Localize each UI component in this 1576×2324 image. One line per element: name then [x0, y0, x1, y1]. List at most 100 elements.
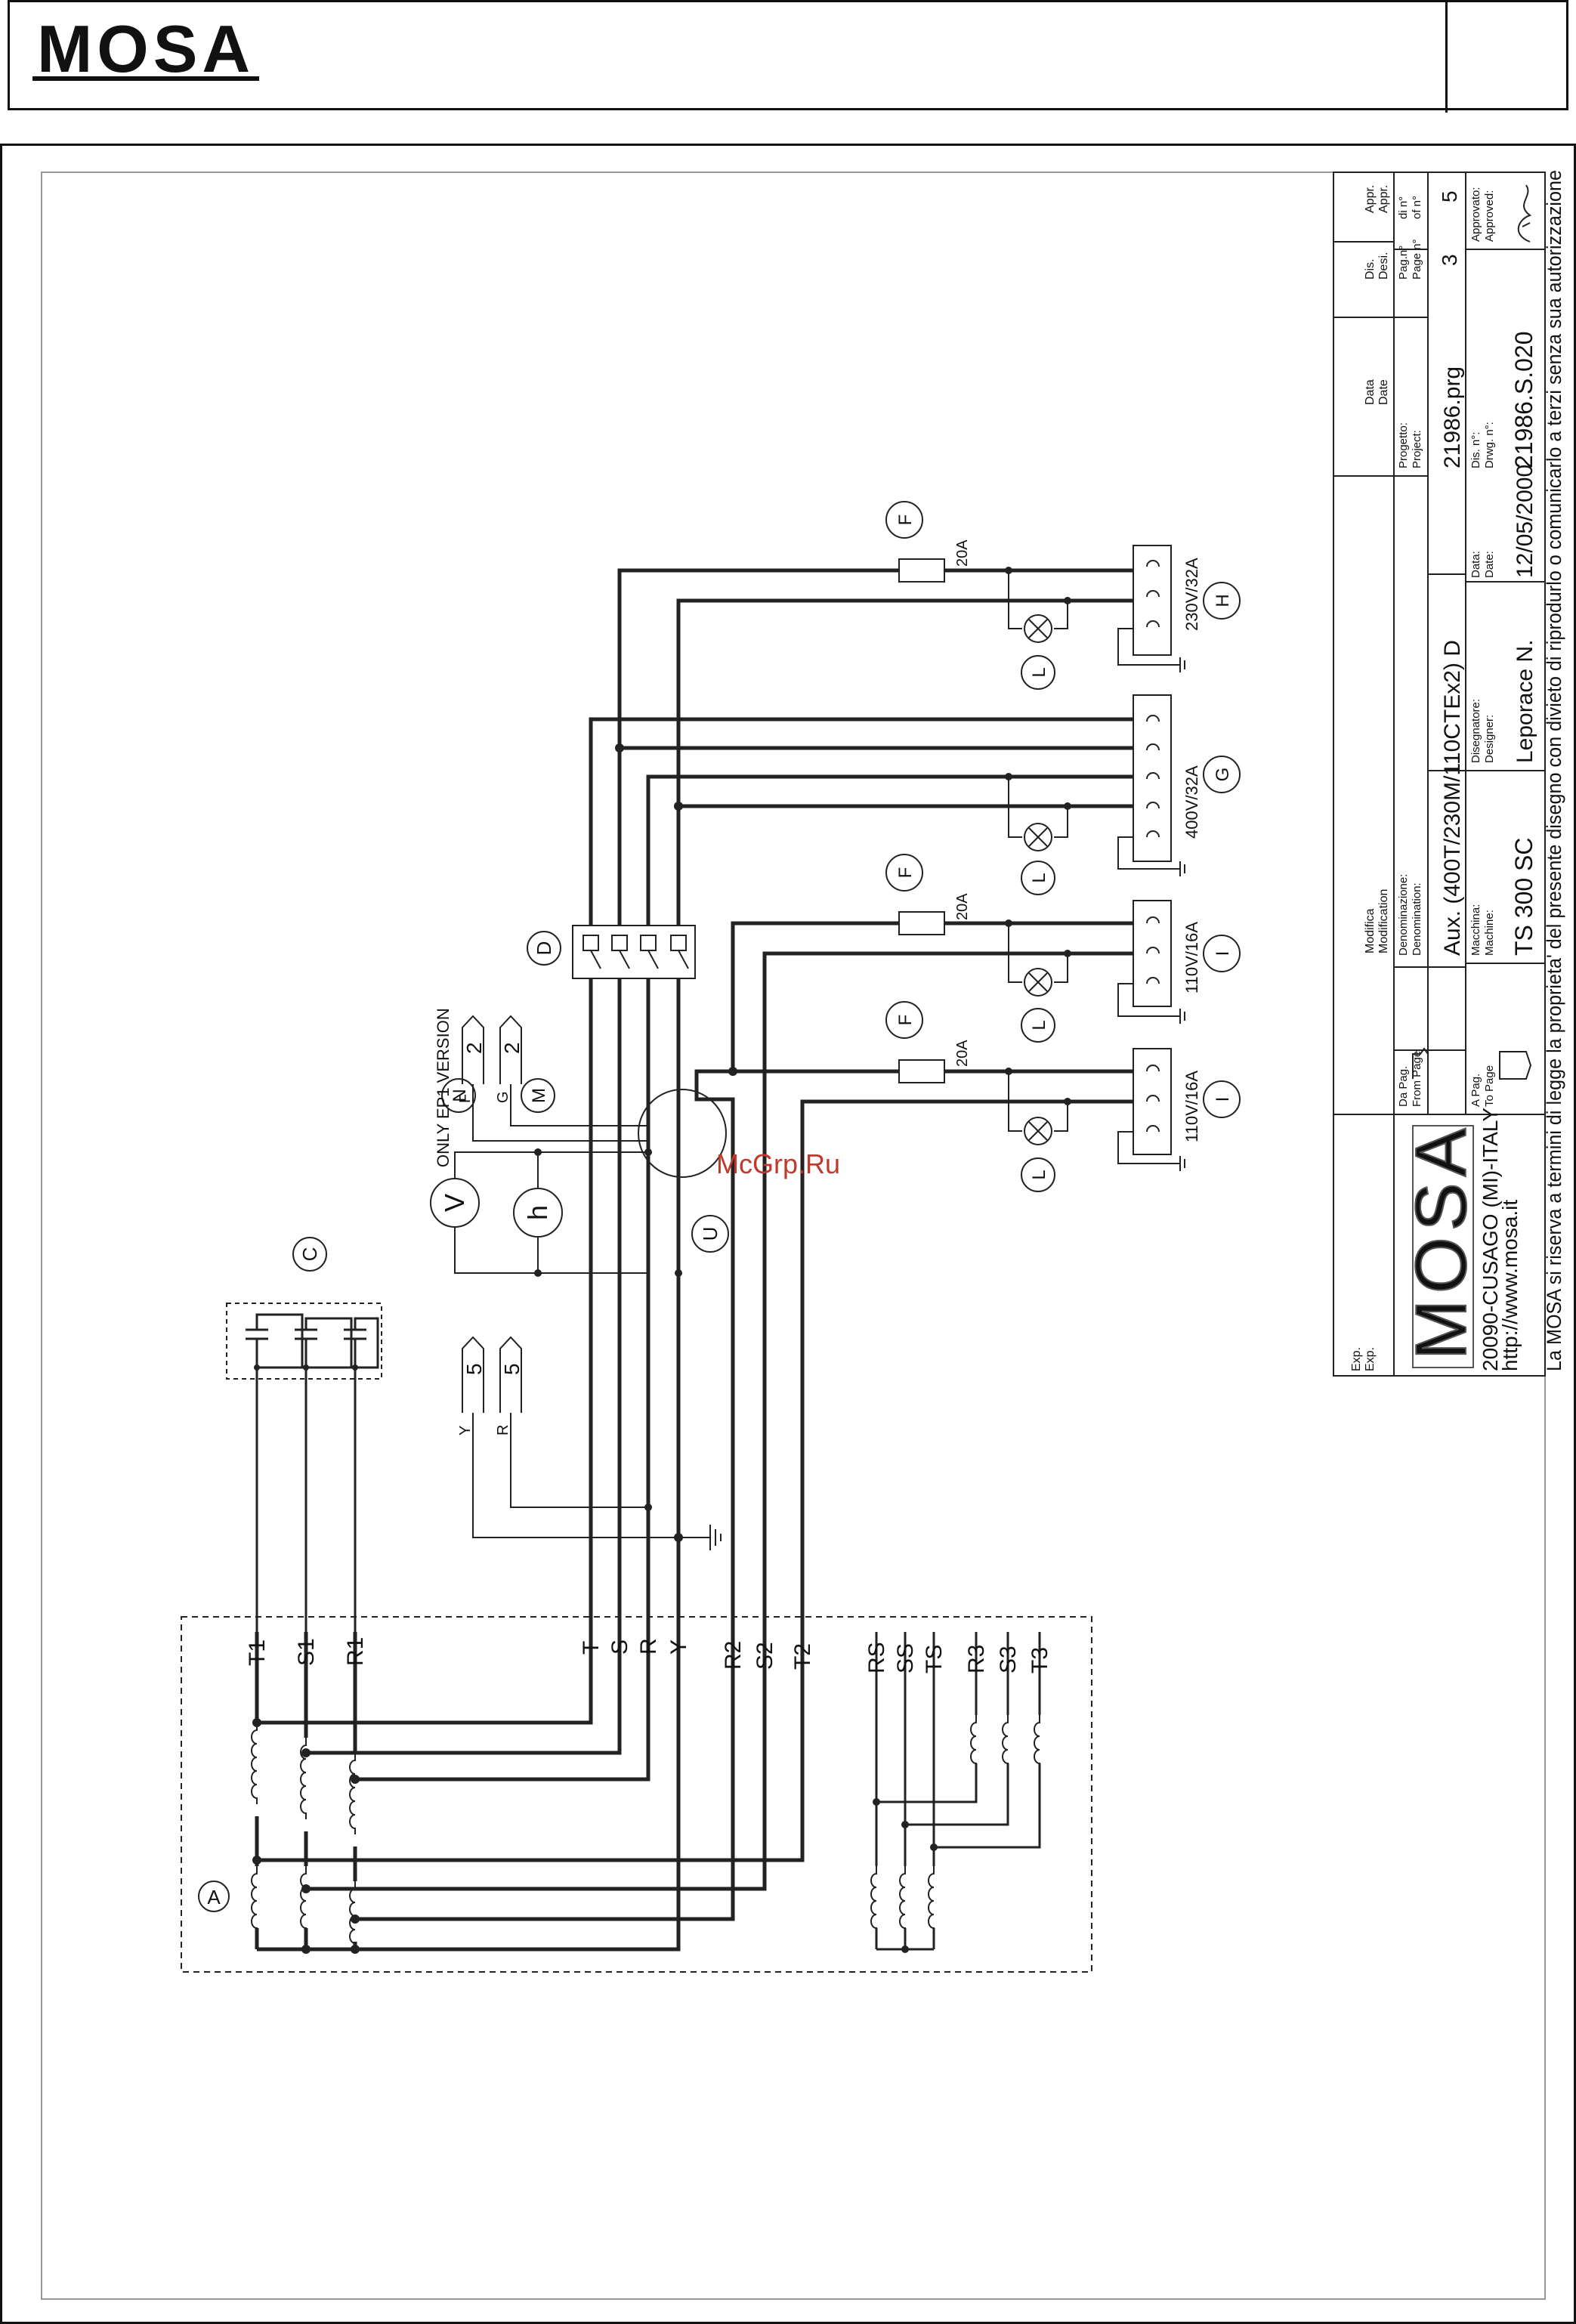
- meter-v: V: [439, 1194, 470, 1212]
- main-windings: [251, 1723, 356, 1949]
- page-total: 5: [1438, 190, 1461, 202]
- terminal-t2: T2: [790, 1643, 815, 1670]
- inner-border: [41, 172, 1546, 2300]
- dis-label: Dis.: [1364, 258, 1377, 280]
- capacitor-box: [226, 1303, 382, 1380]
- generator-wires: [255, 1632, 805, 1952]
- socket-110-a: 110V/16A I: [1117, 900, 1241, 1024]
- date-label: Date: [1377, 379, 1390, 405]
- hour-meter-icon: [513, 1188, 563, 1238]
- fuse-110b-rating: 20A: [954, 1040, 971, 1067]
- label-f-2: F: [895, 867, 916, 879]
- socket-110-b: 110V/16A I: [1117, 1048, 1241, 1171]
- machine-value: TS 300 SC: [1510, 837, 1537, 956]
- approvato-label: Approvato:: [1469, 187, 1482, 242]
- fuse-110-b: 20A F: [885, 1001, 971, 1083]
- machine-label: Machine:: [1483, 910, 1496, 956]
- watermark: McGrp.Ru: [716, 1148, 841, 1179]
- aux-windings: [870, 1715, 1040, 1936]
- date2-label: Date:: [1483, 551, 1496, 578]
- generator-box: [181, 1616, 1092, 1973]
- lamp-230: L: [1005, 567, 1071, 690]
- data2-label: Data:: [1469, 551, 1482, 578]
- current-transformer-icon: [638, 1089, 727, 1178]
- page-number: 3: [1438, 254, 1461, 266]
- label-n: N: [450, 1089, 470, 1102]
- terminal-t: T: [579, 1641, 604, 1655]
- label-m-circle: [521, 1078, 555, 1113]
- capacitors: [246, 1313, 379, 1632]
- terminal-ss: SS: [893, 1643, 918, 1673]
- to-page-it: A Pag.: [1469, 1074, 1482, 1107]
- conn-fg-value-1: 2: [462, 1042, 486, 1054]
- terminal-labels: T1 S1 R1 T S R Y R2 S2 T2 RS SS TS R3 S3…: [245, 1637, 1052, 1673]
- socket-110a-rating: 110V/16A: [1182, 922, 1201, 994]
- label-f-1: F: [895, 515, 916, 526]
- socket-110b-rating: 110V/16A: [1182, 1071, 1201, 1142]
- main-buses: [589, 568, 1133, 1632]
- label-c-circle: [292, 1237, 327, 1272]
- terminal-r: R: [636, 1638, 661, 1655]
- capacitor-junctions: [254, 1364, 358, 1371]
- fuse-110a-rating: 20A: [954, 893, 971, 920]
- socket-400-rating: 400V/32A: [1182, 765, 1201, 839]
- from-page-en: From Page: [1411, 1051, 1423, 1107]
- from-page-arrow-icon: [1412, 1047, 1429, 1079]
- fuse-outlet-wires: [944, 921, 1133, 1074]
- designer-label: Designer:: [1483, 715, 1496, 763]
- of-label-it: di n°: [1397, 196, 1410, 219]
- approved-label: Approved:: [1483, 190, 1496, 242]
- socket-400: 400V/32A G: [1117, 694, 1241, 876]
- date-value: 12/05/2000: [1513, 465, 1537, 578]
- fuse-230-rating: 20A: [954, 539, 971, 567]
- of-label-en: of n°: [1411, 196, 1423, 219]
- dis-n-label: Dis. n°:: [1469, 431, 1482, 468]
- aux-wires: [875, 1632, 1041, 1951]
- label-a: A: [207, 1886, 221, 1908]
- terminal-s2: S2: [752, 1642, 777, 1670]
- company-web: http://www.mosa.it: [1498, 1200, 1522, 1371]
- label-u-circle: [691, 1215, 729, 1253]
- conn-f-letter: F: [457, 1094, 474, 1103]
- conn-yr-value-1: 5: [462, 1363, 486, 1375]
- lamp-110b-label: L: [1029, 1170, 1049, 1179]
- terminal-t3: T3: [1027, 1647, 1052, 1673]
- ground-icon: [678, 1525, 722, 1550]
- project-label: Project:: [1411, 430, 1423, 468]
- mosa-logo: MOSA: [32, 11, 259, 84]
- denomination-label: Denomination:: [1411, 882, 1423, 956]
- label-f-3: F: [895, 1015, 916, 1026]
- lamp-400: L: [1005, 773, 1071, 895]
- legal-note: La MOSA si riserva a termini di legge la…: [1543, 170, 1565, 1371]
- conn-yr-value-2: 5: [500, 1363, 524, 1375]
- socket-230: 230V/32A H: [1117, 545, 1241, 672]
- title-logo-text: MOSA: [1401, 1122, 1482, 1360]
- label-h: H: [1213, 594, 1233, 607]
- voltmeter-icon: [430, 1178, 480, 1228]
- main-switch: [572, 925, 696, 979]
- exp-label-2: Exp.: [1364, 1347, 1377, 1371]
- terminal-ts: TS: [922, 1645, 947, 1673]
- to-page-arrow-icon: [1499, 1051, 1532, 1080]
- drawing-number: 21986.S.020: [1510, 332, 1537, 469]
- modification-label: Modification: [1377, 889, 1390, 953]
- aux-junctions: [873, 1798, 938, 1953]
- appr-label: Appr.: [1364, 185, 1377, 213]
- designer-value: Leporace N.: [1513, 640, 1537, 763]
- label-n-circle: [441, 1078, 476, 1113]
- socket-230-rating: 230V/32A: [1182, 558, 1201, 631]
- progetto-label: Progetto:: [1397, 422, 1410, 468]
- from-page-it: Da Pag.: [1397, 1066, 1410, 1107]
- label-c: C: [298, 1247, 321, 1262]
- fuse-110-a: 20A F: [885, 854, 971, 935]
- lamp-110-b: L: [1005, 1068, 1071, 1192]
- conn-fg-value-2: 2: [500, 1042, 524, 1054]
- drawing-frame: [0, 144, 1576, 2324]
- drawing-n-label: Drwg. n°:: [1483, 422, 1496, 468]
- terminal-r3: R3: [964, 1645, 989, 1673]
- lamp-110a-label: L: [1029, 1020, 1049, 1030]
- fuse-230: 20A F: [885, 501, 971, 583]
- label-d-circle: [527, 931, 561, 966]
- generator-junctions: [252, 1718, 360, 1954]
